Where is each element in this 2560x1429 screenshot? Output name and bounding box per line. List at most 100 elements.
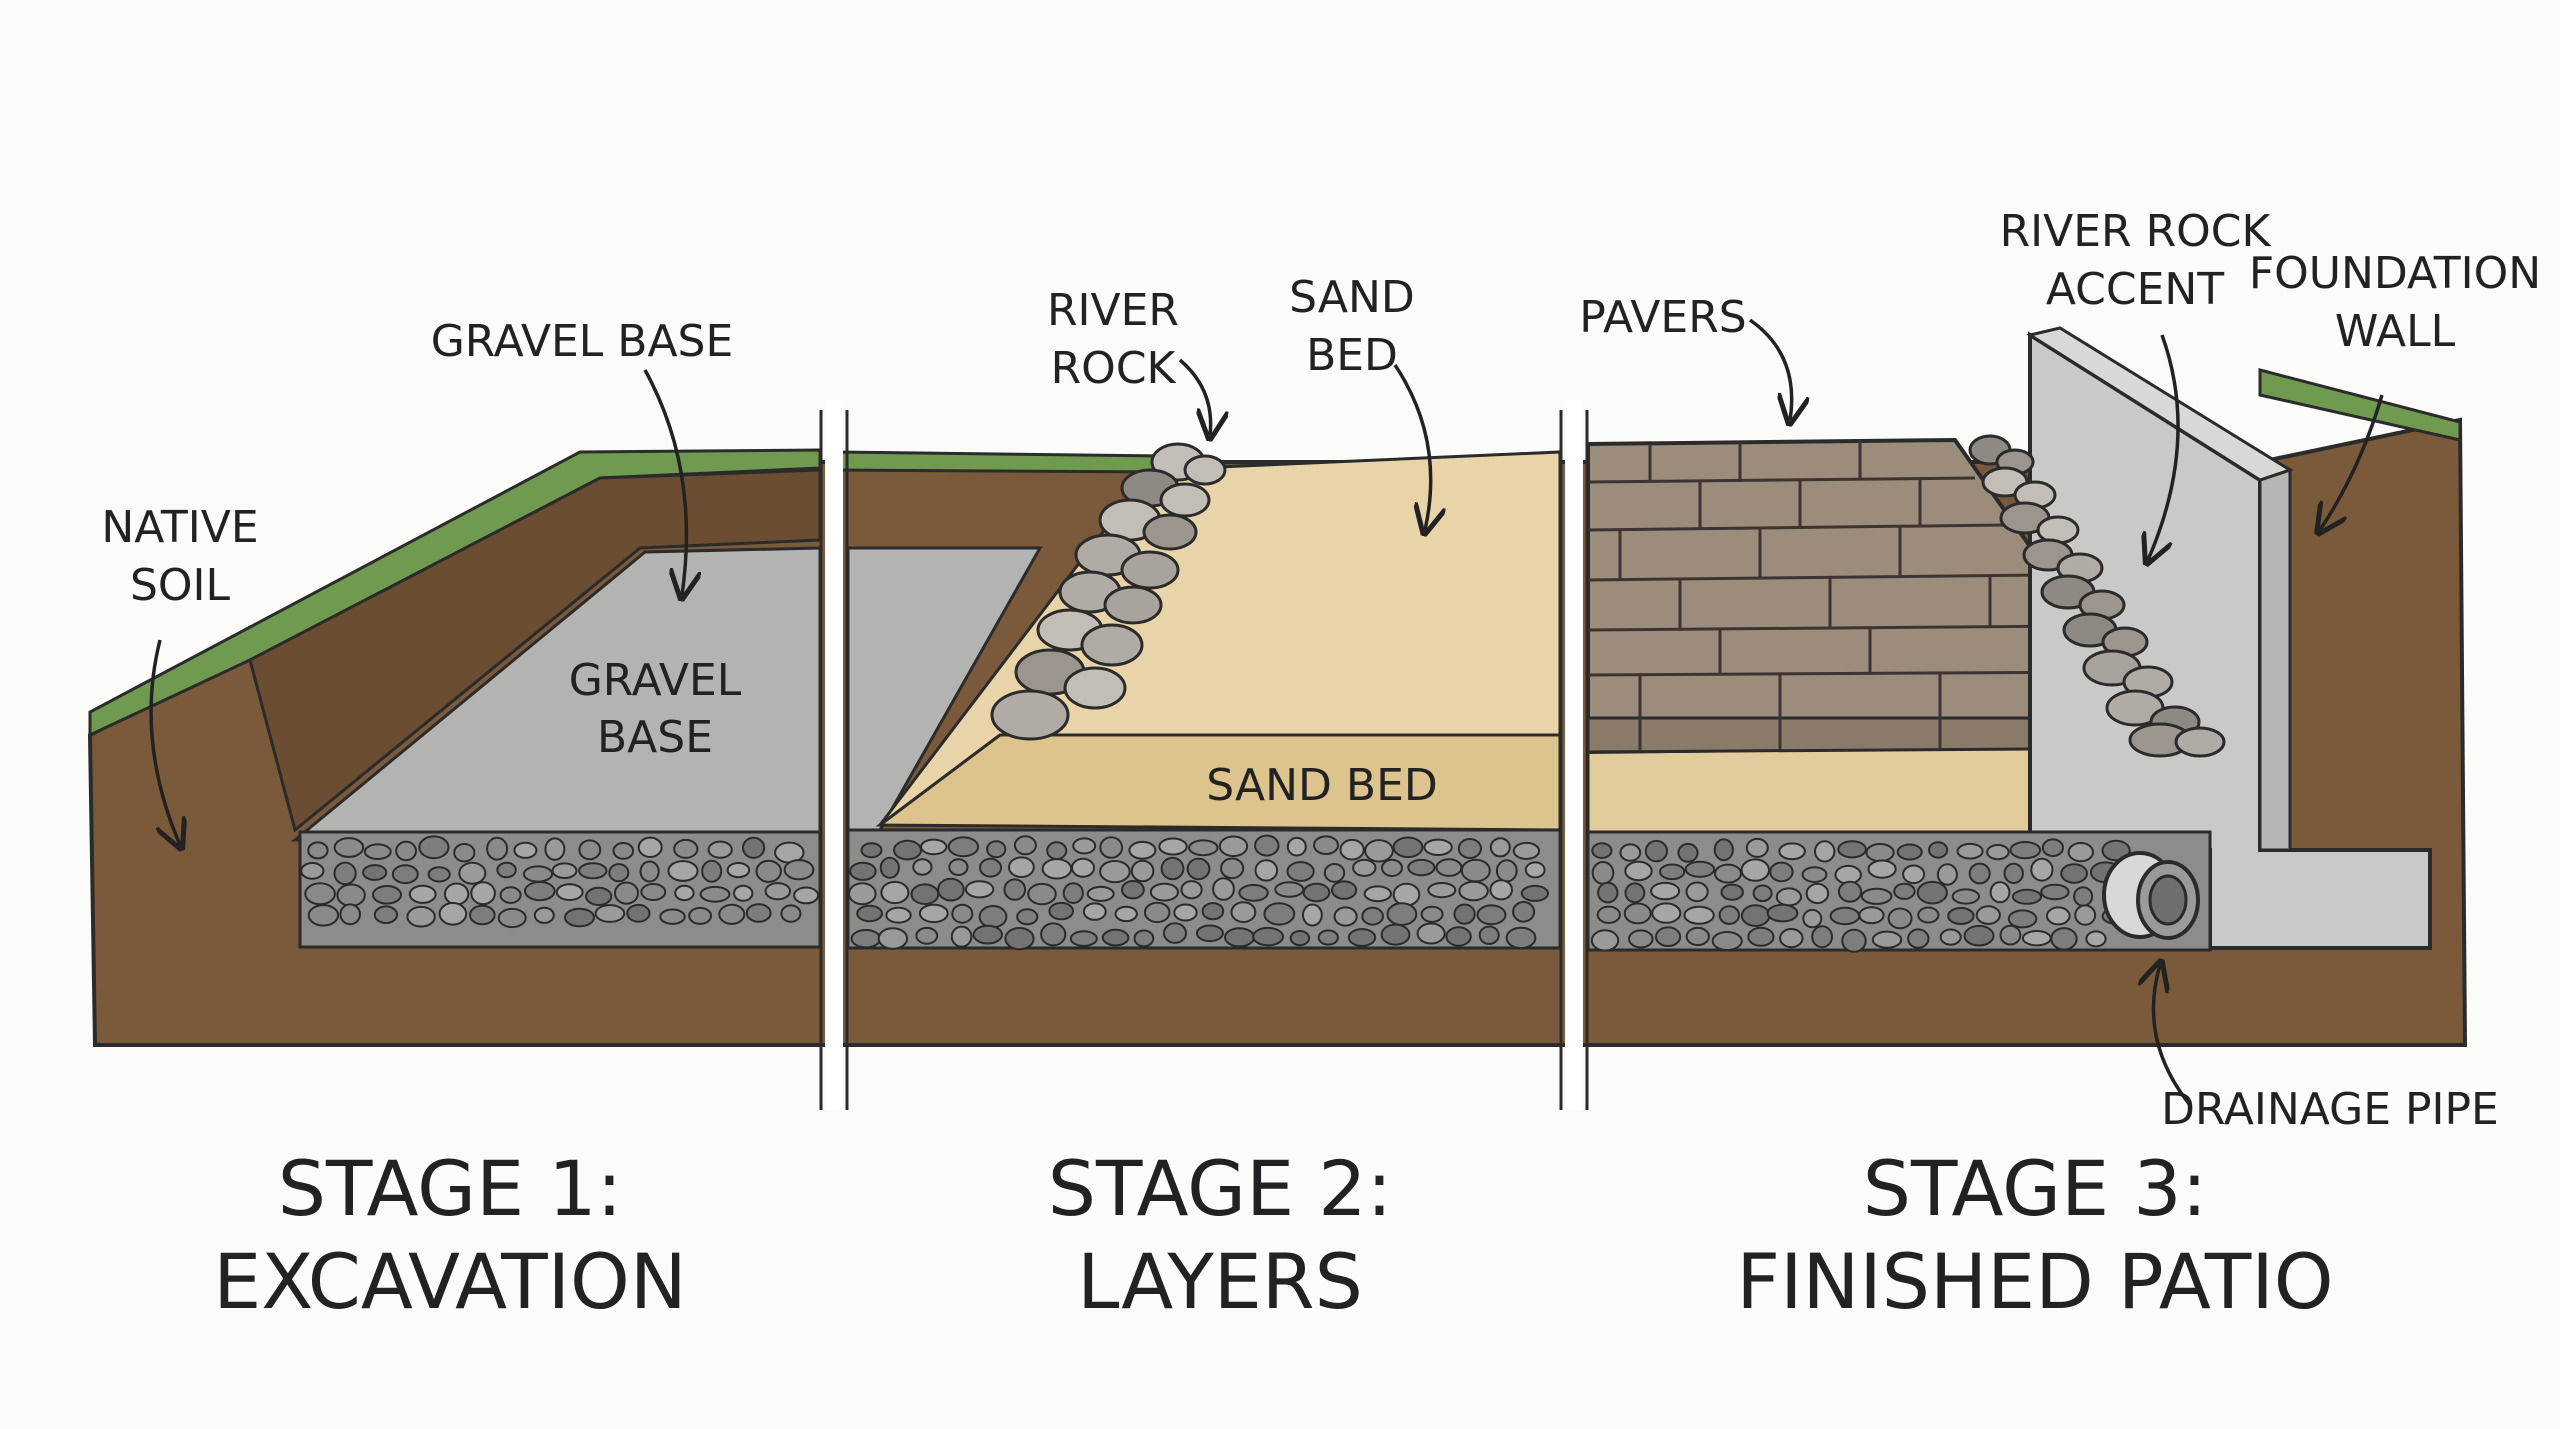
pebble: [1133, 929, 1155, 948]
label-gravel-base-inner-1: GRAVEL: [569, 655, 742, 706]
pebble: [1596, 905, 1621, 924]
pebble: [453, 843, 476, 863]
pebble: [1457, 838, 1483, 859]
pebble: [1752, 884, 1773, 903]
pebble: [555, 883, 584, 901]
pebble: [469, 904, 496, 926]
arrow-drainage-pipe: [2153, 965, 2192, 1107]
pebble: [1591, 861, 1615, 885]
pebble: [1623, 902, 1652, 925]
stage-2-title: STAGE 2:: [1048, 1144, 1392, 1233]
pebble: [1286, 861, 1315, 882]
pebble: [1003, 878, 1027, 901]
pebble: [307, 841, 329, 860]
pebble: [1163, 922, 1187, 944]
pebble: [1747, 926, 1775, 947]
pebble: [1008, 856, 1035, 879]
pebble: [1082, 902, 1107, 921]
pebble: [2011, 888, 2043, 905]
pebble: [524, 881, 556, 902]
pebble: [1871, 930, 1903, 949]
pebble: [885, 906, 912, 924]
pebble: [2073, 886, 2094, 907]
pebble: [408, 884, 437, 904]
pebble: [745, 903, 772, 923]
pebble: [1624, 882, 1646, 904]
pebble: [2007, 909, 2038, 929]
pebble: [1489, 837, 1511, 858]
label-river-rock-2: ROCK: [1051, 343, 1177, 394]
river-stone: [1159, 482, 1211, 518]
pebble: [1040, 922, 1067, 947]
label-river-rock-accent-2: ACCENT: [2046, 264, 2224, 315]
pebble: [1186, 857, 1211, 881]
pebble: [1160, 856, 1185, 881]
pebble: [1651, 902, 1682, 924]
pebble: [1286, 836, 1307, 857]
pebble: [1896, 843, 1923, 861]
pebble: [443, 882, 470, 906]
river-stone: [990, 689, 1070, 741]
pebble: [1004, 927, 1035, 951]
pebble: [1775, 887, 1803, 907]
pebble: [1907, 928, 1930, 949]
pebble: [1805, 882, 1830, 905]
pebble: [1013, 835, 1037, 856]
pebble: [1114, 905, 1138, 923]
pebble: [1254, 834, 1280, 857]
pebble: [1254, 859, 1279, 882]
pebble: [2030, 857, 2054, 882]
pebble: [406, 905, 436, 928]
pebble: [626, 903, 651, 923]
stage-divider-1-lines: [819, 410, 849, 1110]
river-stone: [1080, 623, 1144, 667]
pebble: [742, 836, 766, 859]
pebble: [1745, 837, 1769, 858]
pebble: [544, 837, 566, 861]
label-foundation-wall-1: FOUNDATION: [2249, 248, 2541, 299]
pebble: [1427, 882, 1457, 899]
pebble: [1936, 863, 1958, 886]
pebble: [1041, 858, 1073, 880]
pebble: [637, 836, 663, 858]
pebble: [986, 840, 1007, 859]
pebble: [1677, 842, 1699, 863]
pebble: [1230, 901, 1257, 923]
pebble: [362, 864, 388, 881]
pebble: [1238, 884, 1269, 902]
pebble: [1986, 844, 2010, 861]
arrow-gravel-base: [643, 369, 686, 595]
pebble: [1989, 881, 2011, 904]
pebble: [1478, 925, 1500, 945]
pebble: [1274, 881, 1305, 898]
pebble: [1027, 882, 1057, 906]
pebble: [1939, 928, 1962, 946]
pebble: [673, 838, 699, 859]
pebble: [920, 838, 948, 856]
pebble: [1392, 882, 1421, 907]
pebble: [1331, 880, 1358, 900]
pebble: [910, 883, 940, 906]
pebble: [1460, 858, 1491, 883]
pebble: [1814, 840, 1836, 863]
river-stone: [1103, 585, 1163, 625]
pebble: [304, 882, 336, 906]
pebble: [1101, 928, 1130, 947]
pebble: [585, 886, 613, 907]
pebble: [1212, 877, 1235, 901]
pebble: [951, 903, 974, 924]
pebble: [1740, 904, 1771, 927]
pebble: [427, 866, 451, 883]
pebble: [551, 862, 578, 880]
pebble: [1453, 903, 1476, 925]
pebble: [1999, 924, 2022, 946]
pebble: [336, 883, 366, 907]
arrow-river-rock-accent: [2148, 334, 2180, 560]
pebble: [718, 903, 746, 925]
pebble: [458, 861, 487, 885]
pebble: [1381, 858, 1403, 878]
pebble: [764, 882, 791, 901]
pebble: [1841, 928, 1867, 953]
pebble: [1659, 863, 1686, 881]
pebble: [918, 903, 949, 924]
